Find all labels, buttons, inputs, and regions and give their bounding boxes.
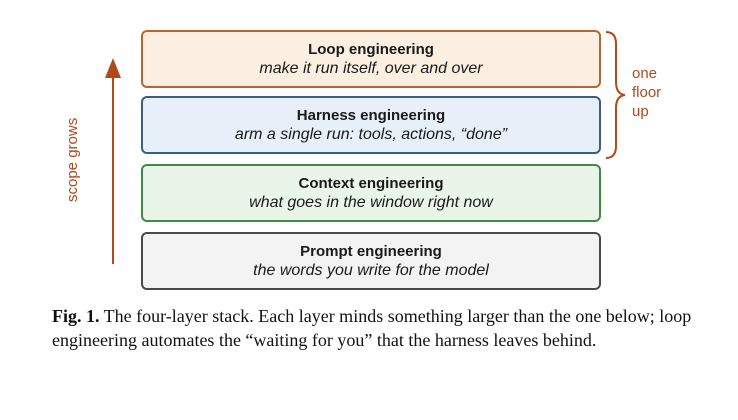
layer-context-engineering: Context engineering what goes in the win…: [141, 164, 601, 222]
brace-label-line: up: [632, 103, 649, 120]
one-floor-up-label: one floor up: [632, 64, 682, 121]
brace-label-line: one: [632, 65, 658, 82]
layer-harness-engineering: Harness engineering arm a single run: to…: [141, 96, 601, 154]
curly-brace-icon: [605, 31, 626, 159]
scope-grows-label: scope grows: [64, 117, 81, 202]
layer-prompt-engineering: Prompt engineering the words you write f…: [141, 232, 601, 290]
brace-label-line: floor: [632, 84, 662, 101]
layer-loop-engineering: Loop engineering make it run itself, ove…: [141, 30, 601, 88]
layer-subtitle: arm a single run: tools, actions, “done”: [234, 125, 508, 143]
layer-subtitle: make it run itself, over and over: [259, 59, 483, 77]
layer-subtitle: the words you write for the model: [253, 261, 489, 279]
layer-title: Harness engineering: [296, 106, 446, 124]
layer-title: Prompt engineering: [300, 242, 442, 260]
caption-text: The four-layer stack. Each layer minds s…: [52, 306, 692, 350]
layer-subtitle: what goes in the window right now: [249, 193, 493, 211]
figure-caption: Fig. 1. The four-layer stack. Each layer…: [52, 304, 692, 352]
figure-label: Fig. 1.: [52, 306, 100, 326]
scope-arrow: [105, 58, 121, 264]
layer-title: Context engineering: [298, 174, 444, 192]
layer-title: Loop engineering: [308, 40, 434, 58]
